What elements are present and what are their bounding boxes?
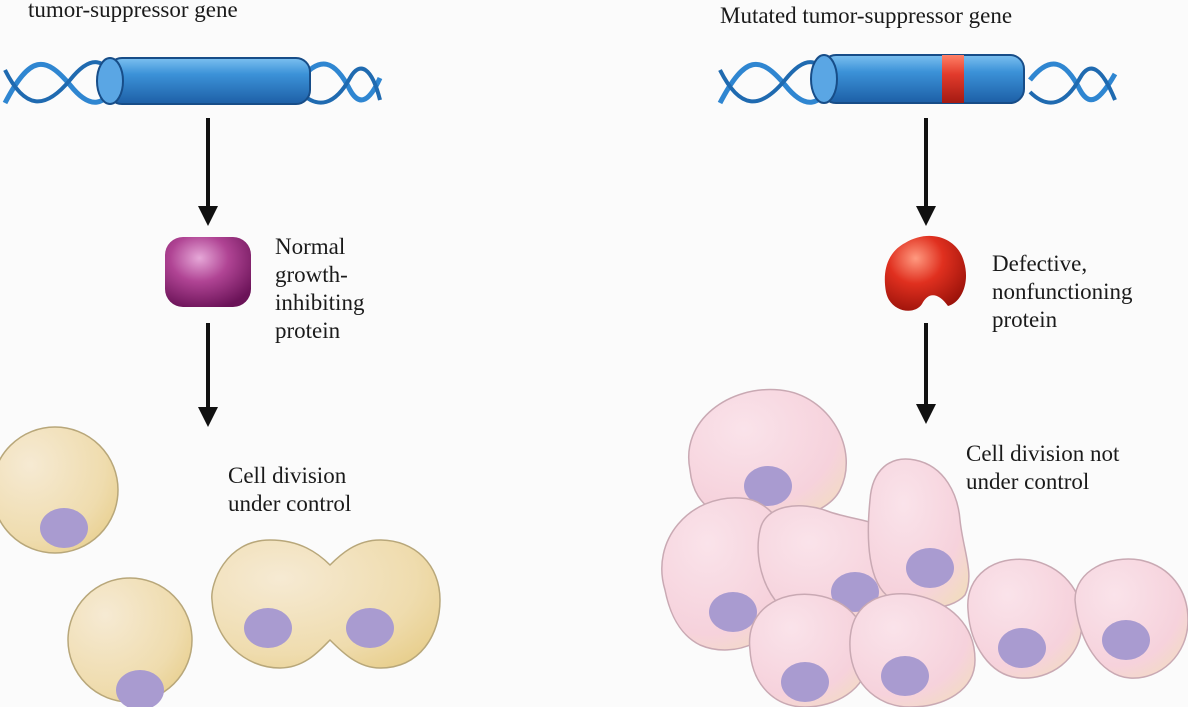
uncontrolled-division-label: Cell division not under control xyxy=(966,441,1120,494)
normal-gene-dna xyxy=(2,57,383,105)
normal-protein-label: Normal growth- inhibiting protein xyxy=(275,234,365,343)
controlled-division-label: Cell division under control xyxy=(228,463,352,516)
normal-protein-icon xyxy=(165,237,251,307)
normal-cell xyxy=(0,426,119,554)
mutation-site xyxy=(942,55,964,103)
defective-protein-icon xyxy=(884,235,967,311)
mutated-gene-label: Mutated tumor-suppressor gene xyxy=(720,3,1013,28)
normal-gene-label: tumor-suppressor gene xyxy=(28,0,238,22)
uncontrolled-cell-cluster xyxy=(661,388,1188,707)
defective-protein-label: Defective, nonfunctioning protein xyxy=(992,251,1133,332)
normal-cell xyxy=(67,577,193,707)
mutated-gene-dna xyxy=(717,54,1118,105)
dividing-normal-cell xyxy=(211,539,441,669)
